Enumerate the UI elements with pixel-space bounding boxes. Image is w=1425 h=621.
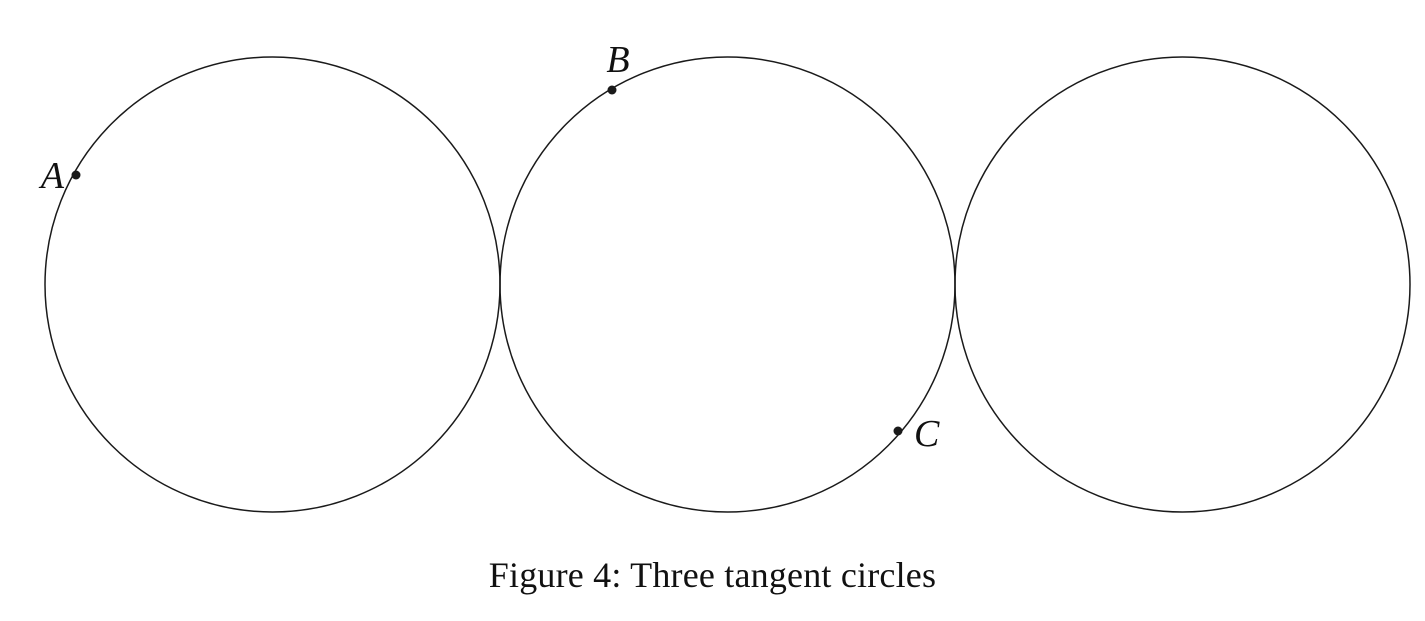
tangent-right-circle (954, 56, 1411, 513)
point-label-C: C (914, 413, 940, 455)
point-label-B: B (606, 39, 629, 81)
point-marker-A (71, 170, 81, 180)
point-marker-B (607, 85, 617, 95)
tangent-left-circle (44, 56, 501, 513)
point-label-A: A (38, 155, 65, 197)
tangent-middle-circle (499, 56, 956, 513)
figure-caption: Figure 4: Three tangent circles (488, 555, 937, 595)
point-marker-C (893, 426, 903, 436)
